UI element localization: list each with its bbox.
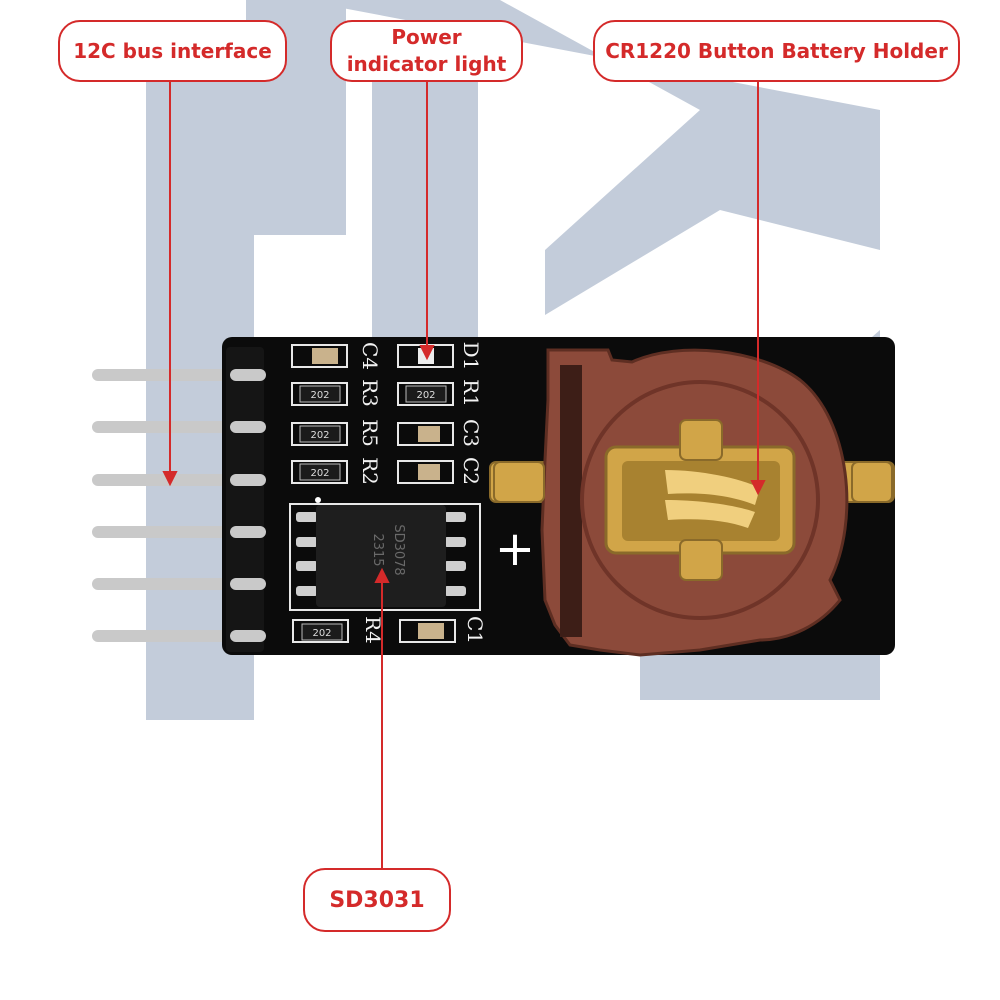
callout-power-indicator: Power indicator light <box>330 20 523 82</box>
header-housing <box>226 347 264 652</box>
svg-text:C3: C3 <box>459 419 483 447</box>
svg-text:R1: R1 <box>459 379 483 407</box>
callout-rtc-chip-label: SD3031 <box>329 887 425 913</box>
callout-i2c-interface: 12C bus interface <box>58 20 287 82</box>
svg-text:202: 202 <box>310 390 329 401</box>
callout-power-indicator-line2: indicator light <box>346 52 507 76</box>
svg-text:2315: 2315 <box>370 533 385 566</box>
svg-text:R3: R3 <box>358 379 382 407</box>
rtc-ic: SD3078 2315 <box>296 505 466 607</box>
svg-text:R5: R5 <box>358 419 382 447</box>
callout-power-indicator-line1: Power <box>391 25 462 49</box>
svg-text:202: 202 <box>310 430 329 441</box>
callout-leaders <box>162 82 766 868</box>
svg-text:R2: R2 <box>358 457 382 485</box>
smd-parts <box>299 348 447 641</box>
silkscreen-labels: C4 R3 R5 R2 D1 R1 C3 C2 R4 C1 <box>358 342 487 644</box>
callout-battery-holder-label: CR1220 Button Battery Holder <box>605 39 948 63</box>
polarity-plus: + <box>495 521 535 577</box>
svg-text:C1: C1 <box>463 616 487 644</box>
callout-rtc-chip: SD3031 <box>303 868 451 932</box>
callout-battery-holder: CR1220 Button Battery Holder <box>593 20 960 82</box>
svg-text:C2: C2 <box>459 457 483 485</box>
svg-text:D1: D1 <box>459 342 483 371</box>
resistor-codes: 202 202 202 202 202 <box>310 390 435 639</box>
battery-holder <box>489 348 895 657</box>
callout-i2c-interface-label: 12C bus interface <box>73 39 272 63</box>
svg-text:202: 202 <box>416 390 435 401</box>
svg-text:C4: C4 <box>358 342 382 370</box>
svg-text:202: 202 <box>312 628 331 639</box>
header-pins <box>92 369 252 642</box>
svg-text:SD3078: SD3078 <box>391 524 406 575</box>
svg-text:202: 202 <box>310 468 329 479</box>
